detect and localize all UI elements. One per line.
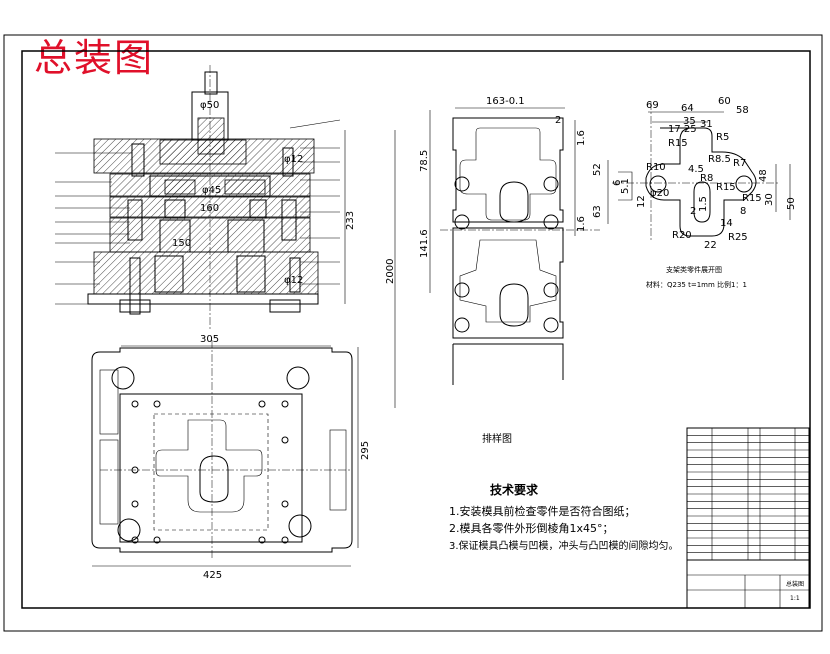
title-block-name: 总装图 xyxy=(786,580,804,588)
strip-layout-label: 排样图 xyxy=(482,432,512,445)
requirements-heading: 技术要求 xyxy=(490,483,539,497)
drawing-title: 总装图 xyxy=(34,36,155,80)
dim-strip-0: 163-0.1 xyxy=(486,96,525,107)
dim-blank-3: 58 xyxy=(736,105,749,116)
dim-section-3: 150 xyxy=(172,238,191,249)
dim-blank-8: R5 xyxy=(716,132,729,143)
dim-blank-0: 69 xyxy=(646,100,659,111)
dim-blank-31: 8 xyxy=(740,206,746,217)
dim-plan-0: 305 xyxy=(200,334,219,345)
dim-blank-1: 64 xyxy=(681,103,694,114)
dim-strip-1: 2 xyxy=(555,115,561,126)
inner-frame xyxy=(21,50,811,609)
plan-view xyxy=(91,340,359,567)
blank-development xyxy=(607,102,791,240)
dim-blank-9: R10 xyxy=(646,162,666,173)
dim-strip-4: 141.6 xyxy=(419,229,430,258)
dim-blank-11: R8.5 xyxy=(708,154,731,165)
dim-blank-22: 48 xyxy=(758,169,769,182)
requirement-item-2: 2.模具各零件外形倒棱角1x45°； xyxy=(449,522,614,535)
dim-blank-24: R25 xyxy=(728,232,748,243)
dim-section-1: φ12 xyxy=(284,154,303,165)
dim-blank-30: 14 xyxy=(720,218,733,229)
dim-section-5: 233 xyxy=(345,211,356,230)
dim-blank-12: 4.5 xyxy=(688,164,704,175)
dim-blank-6: 17.25 xyxy=(668,124,697,135)
requirement-item-1: 1.安装模具前检查零件是否符合图纸； xyxy=(449,505,636,518)
dim-plan-1: 425 xyxy=(203,570,222,581)
dim-blank-5: 31 xyxy=(700,119,713,130)
dim-blank-4: 35 xyxy=(683,116,696,127)
dim-section-0: φ50 xyxy=(200,100,219,111)
section-view xyxy=(55,65,346,330)
dim-blank-13: 52 xyxy=(592,163,603,176)
dim-blank-2: 60 xyxy=(718,96,731,107)
strip-layout xyxy=(394,107,600,408)
requirement-item-3: 3.保证模具凸模与凹模，冲头与凸凹模的间隙均匀。 xyxy=(449,541,679,552)
blank-caption: 支架类零件展开图 xyxy=(666,265,722,274)
dim-blank-20: R15 xyxy=(716,182,736,193)
dim-blank-26: 22 xyxy=(704,240,717,251)
dim-blank-17: 6 xyxy=(612,180,623,186)
blank-material: 材料：Q235 t=1mm 比例1：1 xyxy=(646,280,747,289)
dim-section-2: φ45 xyxy=(202,185,221,196)
dim-blank-16: 5.1 xyxy=(620,178,631,194)
dim-blank-18: R8 xyxy=(700,173,713,184)
title-block-scale: 1:1 xyxy=(790,595,800,602)
dim-section-6: φ12 xyxy=(284,275,303,286)
dim-section-4: 160 xyxy=(200,203,219,214)
dim-strip-5: 2000 xyxy=(385,259,396,284)
dim-blank-14: 63 xyxy=(592,205,603,218)
dim-blank-27: 2 xyxy=(690,206,696,217)
dim-strip-6: 1.6 xyxy=(576,216,587,232)
dim-blank-28: 1.5 xyxy=(698,196,709,212)
title-block xyxy=(686,427,810,609)
dim-blank-10: R7 xyxy=(733,158,746,169)
dim-plan-2: 295 xyxy=(360,441,371,460)
dim-strip-2: 1.6 xyxy=(576,130,587,146)
dim-blank-23: 50 xyxy=(786,197,797,210)
outer-frame xyxy=(3,34,823,632)
dim-blank-15: 12 xyxy=(636,195,647,208)
dim-blank-25: R20 xyxy=(672,230,692,241)
dim-blank-21: 30 xyxy=(764,193,775,206)
dim-blank-29: φ20 xyxy=(650,188,669,199)
dim-blank-19: R15 xyxy=(742,193,762,204)
dim-blank-7: R15 xyxy=(668,138,688,149)
dim-strip-3: 78.5 xyxy=(419,150,430,172)
